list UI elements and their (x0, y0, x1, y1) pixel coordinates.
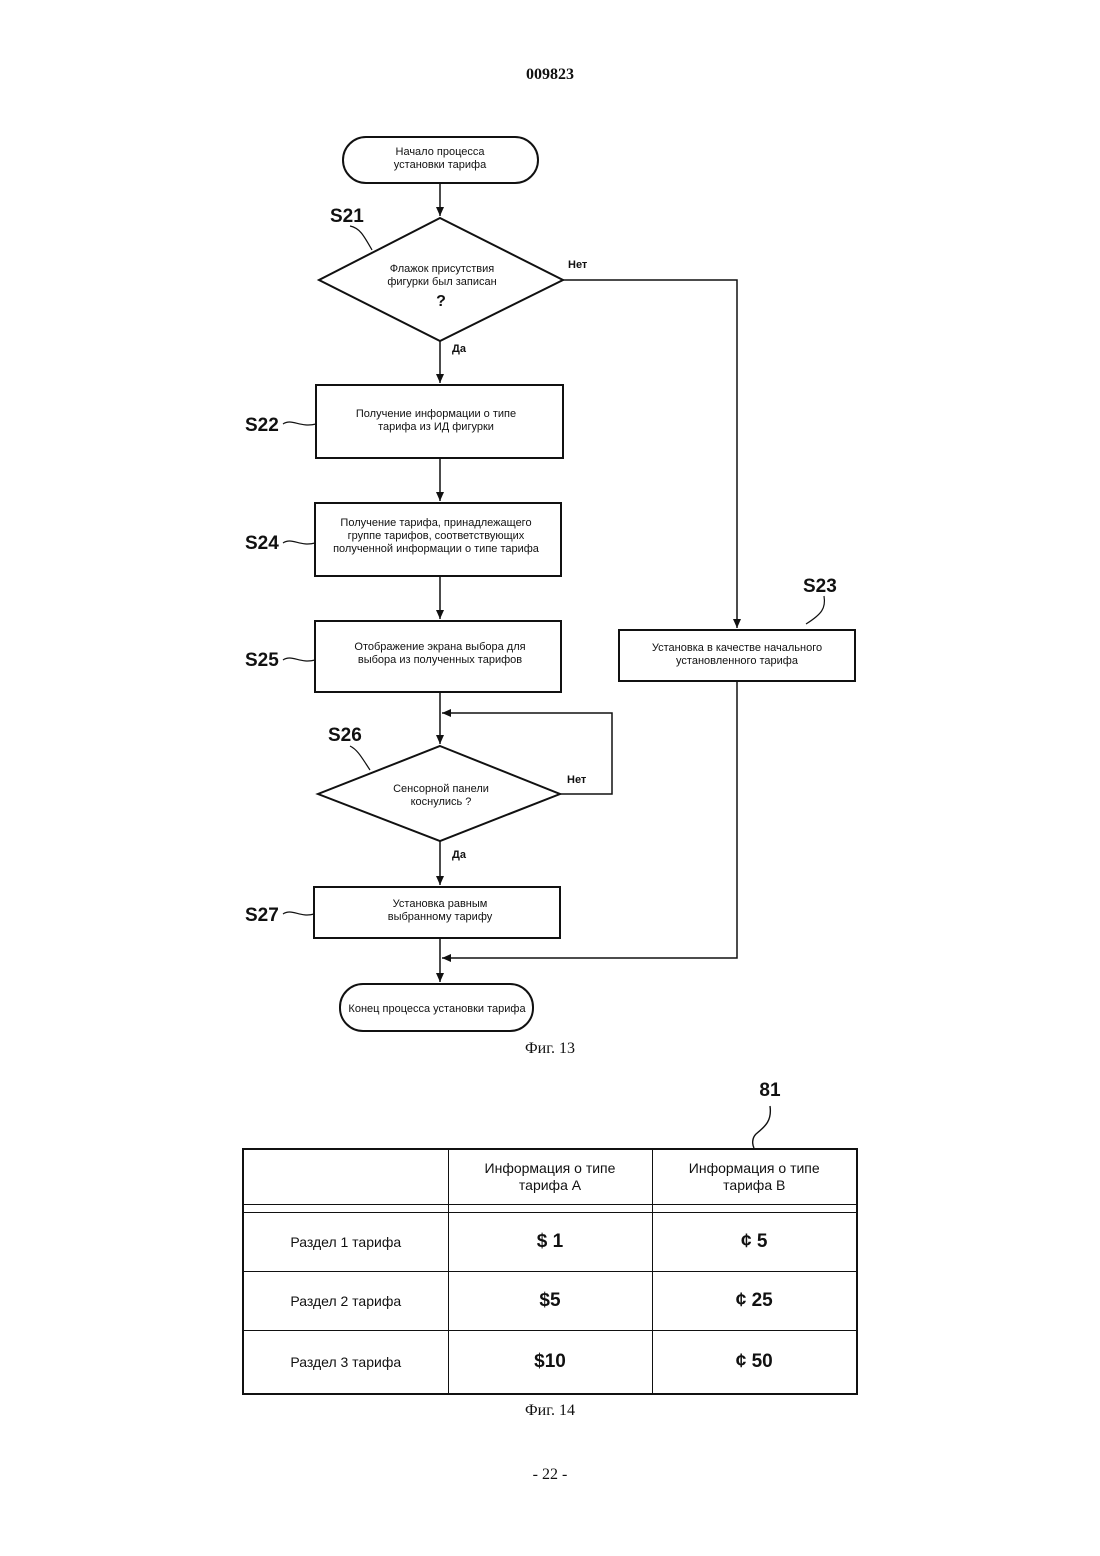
svg-text:выбранному тарифу: выбранному тарифу (388, 911, 493, 923)
row-2-type-a: $5 (448, 1272, 652, 1331)
row-3-type-a: $10 (448, 1331, 652, 1395)
svg-text:установки тарифа: установки тарифа (394, 159, 487, 171)
svg-text:S21: S21 (330, 206, 364, 227)
svg-text:Конец процесса установки тариф: Конец процесса установки тарифа (348, 1003, 526, 1015)
row-3-name: Раздел 3 тарифа (243, 1331, 448, 1395)
s21-yes-label: Да (452, 343, 467, 355)
table-row: Раздел 2 тарифа $5 ¢ 25 (243, 1272, 857, 1331)
svg-text:Установка в качестве начальног: Установка в качестве начального (652, 642, 822, 654)
svg-text:Да: Да (452, 343, 467, 355)
s25-text-line-1: Отображение экрана выбора для (354, 641, 525, 653)
svg-text:тарифа из ИД фигурки: тарифа из ИД фигурки (378, 421, 494, 433)
s24-text-line-2: группе тарифов, соответствующих (348, 530, 525, 542)
s22-text-line-2: тарифа из ИД фигурки (378, 421, 494, 433)
table-row: Раздел 1 тарифа $ 1 ¢ 5 (243, 1213, 857, 1272)
s21-no-label: Нет (568, 259, 588, 271)
svg-text:Получение информации о типе: Получение информации о типе (356, 408, 516, 420)
flowchart-fig13: Начало процесса установки тарифа Флажок … (0, 0, 1100, 1060)
svg-text:фигурки был записан: фигурки был записан (387, 276, 496, 288)
row-1-type-b: ¢ 5 (652, 1213, 857, 1272)
header-separator (243, 1205, 857, 1213)
s22-step-label: S22 (245, 415, 279, 436)
start-text-line-2: установки тарифа (394, 159, 487, 171)
svg-text:Нет: Нет (567, 774, 587, 786)
end-text: Конец процесса установки тарифа (348, 1003, 526, 1015)
svg-text:S26: S26 (328, 725, 362, 746)
start-text-line-1: Начало процесса (396, 146, 486, 158)
svg-text:Флажок присутствия: Флажок присутствия (390, 263, 495, 275)
svg-text:Получение тарифа, принадлежаще: Получение тарифа, принадлежащего (340, 517, 531, 529)
s21-step-label: S21 (330, 206, 364, 227)
s22-text-line-1: Получение информации о типе (356, 408, 516, 420)
svg-text:S23: S23 (803, 576, 837, 597)
s26-no-label: Нет (567, 774, 587, 786)
svg-text:выбора из полученных тарифов: выбора из полученных тарифов (358, 654, 522, 666)
s27-text-line-1: Установка равным (393, 898, 488, 910)
table-header-row: Информация о типе тарифа A Информация о … (243, 1149, 857, 1205)
svg-text:Установка равным: Установка равным (393, 898, 488, 910)
svg-text:полученной информации о типе т: полученной информации о типе тарифа (333, 543, 540, 555)
header-type-a: Информация о типе тарифа A (448, 1149, 652, 1205)
svg-text:S27: S27 (245, 905, 279, 926)
s21-text-line-1: Флажок присутствия (390, 263, 495, 275)
row-2-type-b: ¢ 25 (652, 1272, 857, 1331)
svg-text:S25: S25 (245, 650, 279, 671)
svg-text:Да: Да (452, 849, 467, 861)
table-reference-label: 81 (740, 1080, 800, 1102)
fig13-caption: Фиг. 13 (0, 1040, 1100, 1058)
s24-text-line-1: Получение тарифа, принадлежащего (340, 517, 531, 529)
svg-text:коснулись ?: коснулись ? (411, 796, 472, 808)
row-1-type-a: $ 1 (448, 1213, 652, 1272)
s26-step-label: S26 (328, 725, 362, 746)
s21-question-mark: ? (436, 293, 446, 310)
header-type-b: Информация о типе тарифа B (652, 1149, 857, 1205)
s26-text-line-1: Сенсорной панели (393, 783, 489, 795)
s23-text-line-2: установленного тарифа (676, 655, 799, 667)
row-3-type-b: ¢ 50 (652, 1331, 857, 1395)
svg-text:Начало процесса: Начало процесса (396, 146, 486, 158)
s24-text-line-3: полученной информации о типе тарифа (333, 543, 540, 555)
s27-text-line-2: выбранному тарифу (388, 911, 493, 923)
row-1-name: Раздел 1 тарифа (243, 1213, 448, 1272)
s23-step-label: S23 (803, 576, 837, 597)
svg-text:Сенсорной панели: Сенсорной панели (393, 783, 489, 795)
header-empty (243, 1149, 448, 1205)
s27-step-label: S27 (245, 905, 279, 926)
s26-yes-label: Да (452, 849, 467, 861)
svg-text:установленного тарифа: установленного тарифа (676, 655, 799, 667)
s24-step-label: S24 (245, 533, 279, 554)
s25-text-line-2: выбора из полученных тарифов (358, 654, 522, 666)
page-number: - 22 - (0, 1466, 1100, 1484)
svg-text:группе тарифов, соответствующи: группе тарифов, соответствующих (348, 530, 525, 542)
svg-text:S24: S24 (245, 533, 279, 554)
table-reference-leader (740, 1104, 780, 1150)
svg-text:?: ? (436, 293, 446, 310)
s25-step-label: S25 (245, 650, 279, 671)
fig14-caption: Фиг. 14 (0, 1402, 1100, 1420)
s21-text-line-2: фигурки был записан (387, 276, 496, 288)
s23-text-line-1: Установка в качестве начального (652, 642, 822, 654)
tariff-table: Информация о типе тарифа A Информация о … (242, 1148, 858, 1395)
row-2-name: Раздел 2 тарифа (243, 1272, 448, 1331)
svg-text:Нет: Нет (568, 259, 588, 271)
svg-text:S22: S22 (245, 415, 279, 436)
svg-text:Отображение экрана выбора для: Отображение экрана выбора для (354, 641, 525, 653)
table-row: Раздел 3 тарифа $10 ¢ 50 (243, 1331, 857, 1395)
s26-text-line-2: коснулись ? (411, 796, 472, 808)
